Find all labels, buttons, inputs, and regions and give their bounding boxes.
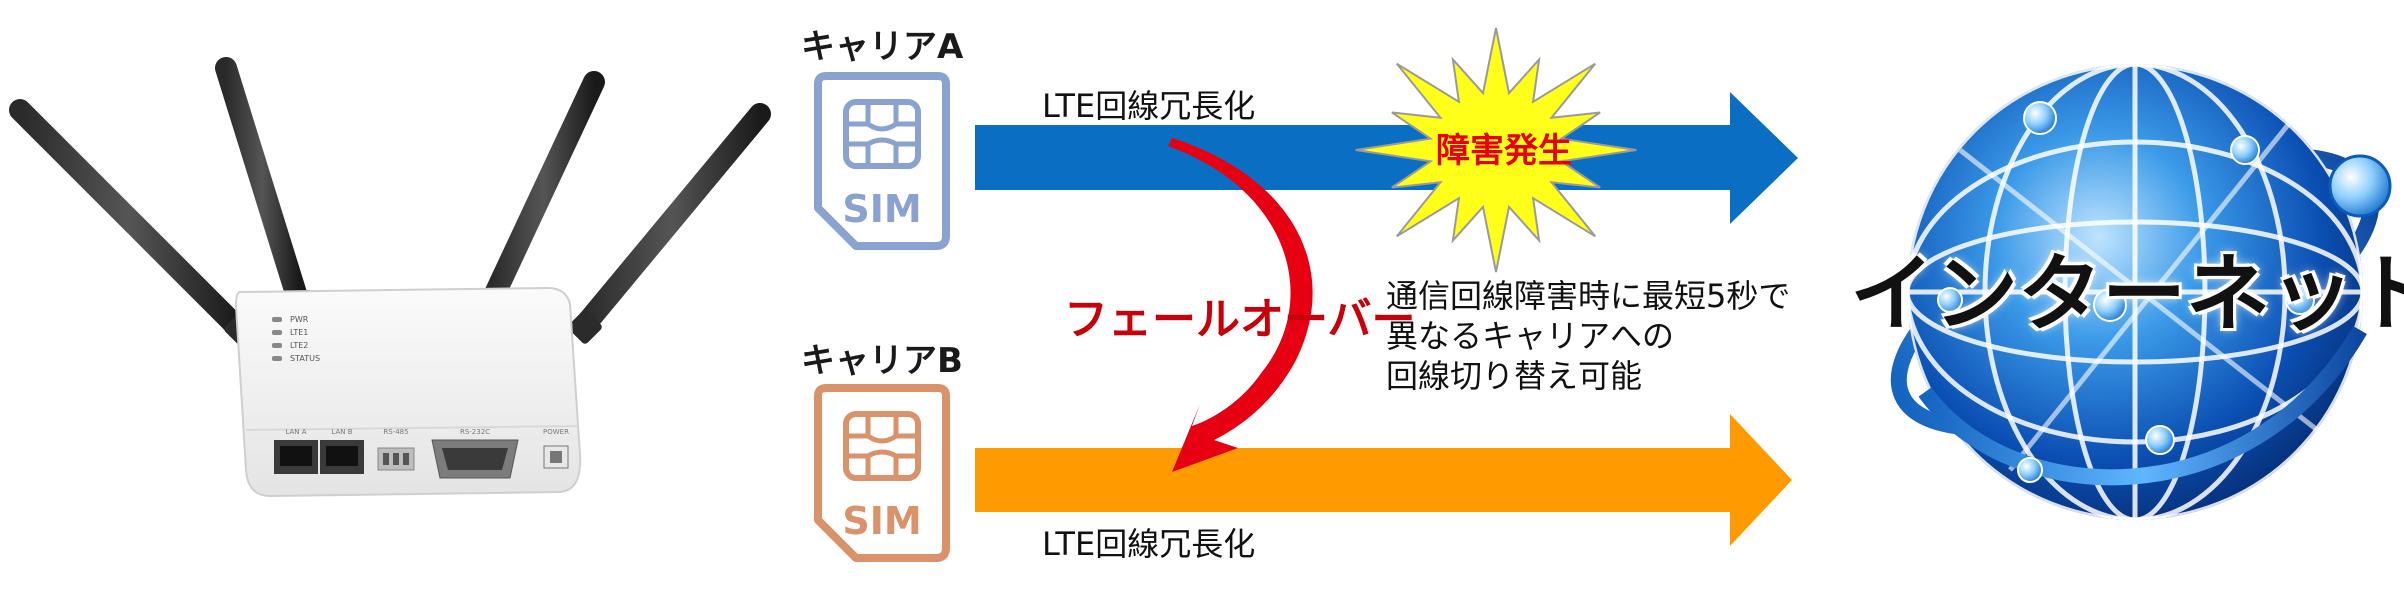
router-led-label: LTE2 (290, 341, 308, 350)
sim-text: SIM (842, 187, 921, 231)
carrier-a-arrow (975, 92, 1798, 224)
router-port-label: RS-485 (383, 428, 408, 436)
sim-text: SIM (842, 499, 921, 543)
carrier-b-line-label: LTE回線冗長化 (1042, 525, 1256, 563)
router-led-icon (272, 343, 282, 348)
router-led-icon (272, 356, 282, 361)
router-port-label: RS-232C (460, 428, 490, 436)
carrier-b-label: キャリアB (801, 341, 963, 381)
internet-globe-icon (1890, 64, 2392, 520)
carrier-a-line-label: LTE回線冗長化 (1042, 87, 1256, 125)
failover-note-line: 異なるキャリアへの (1386, 317, 1675, 355)
lan-port-a (274, 440, 318, 474)
internet-label: インターネット (1850, 245, 2404, 343)
router-led-label: STATUS (290, 354, 320, 363)
router-port-label: POWER (543, 428, 569, 436)
failover-arrow (1168, 138, 1313, 472)
failover-note-line: 回線切り替え可能 (1386, 357, 1643, 395)
network-node-icon (2017, 457, 2043, 483)
router-port-label: LAN B (331, 428, 352, 436)
failover-note: 通信回線障害時に最短5秒で 異なるキャリアへの 回線切り替え可能 (1386, 276, 1856, 396)
antenna (568, 103, 771, 344)
fault-burst-icon (1355, 27, 1637, 273)
failover-label: フェールオーバー (1064, 294, 1416, 345)
rs485-terminal (377, 447, 415, 471)
sim-card-a-icon: SIM (814, 72, 950, 250)
failover-note-line: 通信回線障害時に最短5秒で (1386, 277, 1791, 315)
router-led-label: LTE1 (290, 328, 308, 337)
rs232c-port (431, 439, 519, 479)
antenna (215, 57, 312, 316)
carrier-a-label: キャリアA (801, 27, 964, 67)
router-port-label: LAN A (285, 428, 306, 436)
network-node-icon (1937, 287, 1963, 313)
router-led-icon (272, 330, 282, 335)
lan-port-b (320, 440, 364, 474)
antenna (480, 71, 605, 316)
network-node-icon (2285, 285, 2315, 315)
fault-label: 障害発生 (1436, 131, 1572, 171)
network-node-icon (2230, 135, 2260, 165)
power-jack (543, 445, 569, 469)
router-led-icon (272, 317, 282, 322)
antenna (9, 99, 258, 346)
network-node-icon (2145, 425, 2175, 455)
network-node-icon (2023, 101, 2057, 135)
sim-card-b-icon: SIM (814, 384, 950, 562)
network-node-icon (2093, 288, 2127, 322)
carrier-b-arrow (975, 414, 1792, 546)
router-led-label: PWR (290, 315, 309, 324)
